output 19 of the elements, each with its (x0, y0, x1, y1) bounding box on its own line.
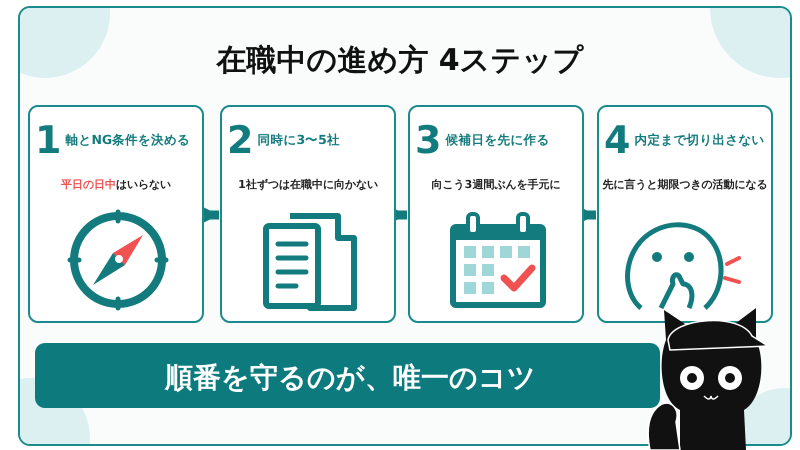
step-heading: 軸とNG条件を決める (65, 132, 190, 148)
banner-text: 順番を守るのが、唯一のコツ (165, 360, 536, 396)
step-note: 1社ずつは在職中に向かない (238, 178, 378, 191)
step-heading: 候補日を先に作る (445, 132, 550, 148)
step-note: 先に言うと期限つきの活動になる (602, 178, 768, 191)
step-card (220, 105, 396, 323)
step-heading: 同時に3〜5社 (257, 132, 340, 148)
step-number: 2 (227, 121, 254, 159)
step-number: 3 (415, 121, 442, 159)
step-card (597, 105, 773, 323)
step-note: 平日の日中はいらない (61, 178, 171, 191)
step-card (28, 105, 204, 323)
title: 在職中の進め方 4ステップ (215, 42, 585, 80)
step-heading: 内定まで切り出さない (634, 132, 764, 148)
step-number: 4 (604, 121, 630, 159)
step-card (408, 105, 584, 323)
step-note: 向こう3週間ぶんを手元に (432, 178, 560, 191)
step-number: 1 (35, 121, 62, 159)
summary-banner (35, 343, 660, 408)
